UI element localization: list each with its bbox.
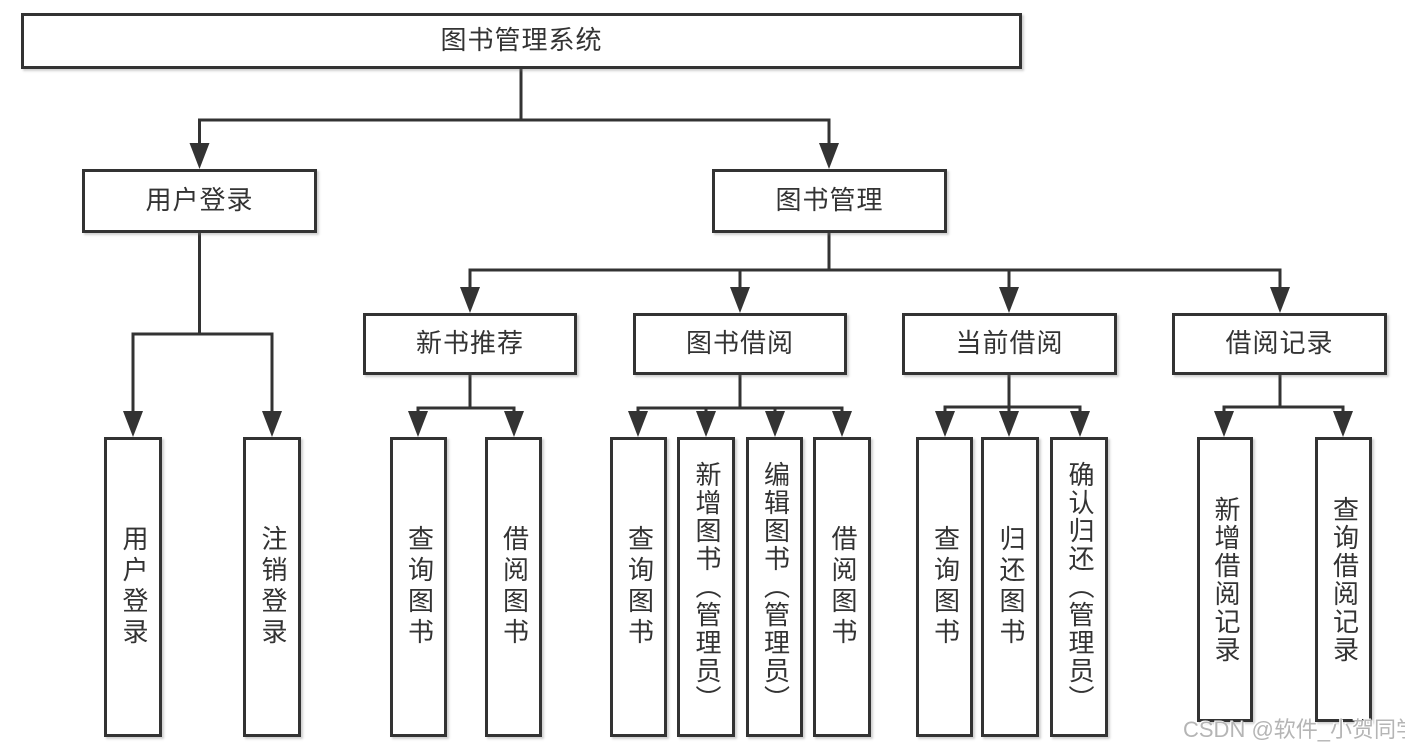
node-book-management: 图书管理 [712,169,947,233]
node-current-borrowing: 当前借阅 [902,313,1117,375]
node-user-login: 用户登录 [82,169,317,233]
leaf-logout: 注销登录 [243,437,301,737]
leaf-borrow-books-recommend: 借阅图书 [485,437,542,737]
arrowheads [123,143,1353,437]
leaf-user-login: 用户登录 [104,437,162,737]
leaf-borrow-books: 借阅图书 [813,437,871,737]
leaf-query-books-recommend: 查询图书 [390,437,447,737]
leaf-query-books-current: 查询图书 [916,437,973,737]
leaf-query-borrow-record: 查询借阅记录 [1315,437,1372,722]
node-book-borrowing: 图书借阅 [633,313,847,375]
leaf-add-books-admin: 新增图书（管理员） [677,437,735,737]
leaf-edit-books-admin: 编辑图书（管理员） [746,437,803,737]
leaf-add-borrow-record: 新增借阅记录 [1197,437,1253,722]
csdn-watermark: CSDN @软件_小贺同学 [1183,717,1405,742]
node-borrowing-records: 借阅记录 [1172,313,1387,375]
node-new-book-recommend: 新书推荐 [363,313,577,375]
leaf-confirm-return-admin: 确认归还（管理员） [1050,437,1108,737]
leaf-return-books: 归还图书 [981,437,1039,737]
leaf-query-books-borrowing: 查询图书 [610,437,667,737]
node-root-system: 图书管理系统 [21,13,1022,69]
